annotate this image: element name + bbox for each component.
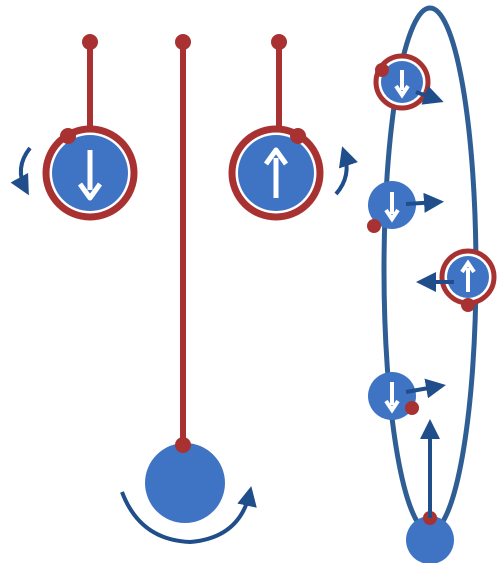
pivot-dot: [82, 34, 98, 50]
contact-dot: [375, 63, 389, 77]
contact-dot: [367, 219, 381, 233]
orbit-bob-1: [375, 56, 438, 108]
contact-dot: [60, 128, 76, 144]
orbit-bob-4: [368, 372, 440, 420]
contact-dot: [290, 128, 306, 144]
pivot-dot: [175, 34, 191, 50]
pendulum-short-down: [21, 34, 134, 217]
pivot-dot: [271, 34, 287, 50]
orbit-bob-3: [422, 251, 494, 312]
contact-dot: [175, 437, 191, 453]
contact-dot: [461, 298, 475, 312]
orbit-sequence: [367, 8, 494, 563]
rotation-arrow-icon: [336, 152, 347, 194]
rotation-arrow-icon: [21, 148, 30, 190]
orbit-bob-2: [367, 181, 438, 233]
pendulum-long: [122, 34, 250, 542]
pendulum-short-up: [232, 34, 347, 217]
bob: [145, 443, 225, 523]
right-arrow-icon: [406, 202, 438, 204]
contact-dot: [405, 401, 419, 415]
